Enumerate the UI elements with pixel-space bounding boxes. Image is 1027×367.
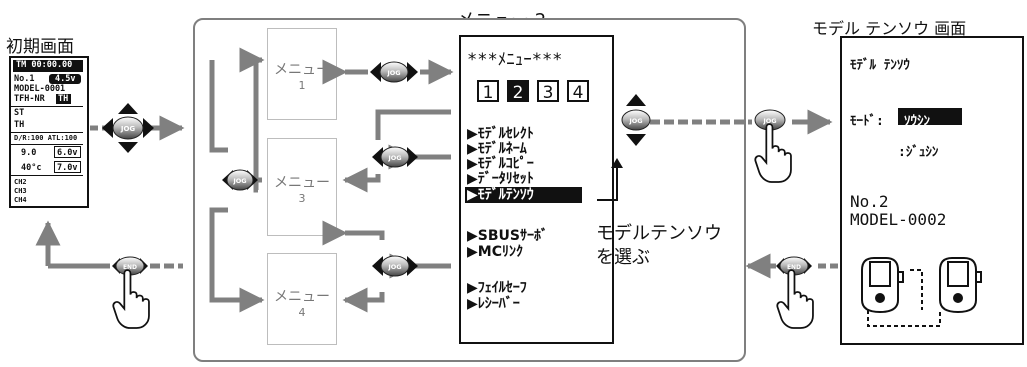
menu2-header: ***ﾒﾆｭｰ*** bbox=[467, 50, 563, 70]
lcd-ch3: CH3 bbox=[14, 187, 27, 195]
internal-paths bbox=[209, 47, 838, 313]
lcd-th: TH bbox=[14, 120, 25, 130]
transfer-send-option: ｿｳｼﾝ bbox=[904, 114, 930, 129]
svg-text:JOG: JOG bbox=[386, 69, 400, 77]
transfer-model-number: No.2 bbox=[850, 192, 889, 211]
callout-arrow bbox=[597, 165, 618, 201]
jog-ud-icon: JOG bbox=[621, 94, 651, 146]
transfer-model-name: MODEL-0002 bbox=[850, 210, 947, 229]
lcd-volt3: 7.0v bbox=[57, 163, 78, 173]
transmitter-icons bbox=[861, 257, 982, 327]
menu3-label: メニュー bbox=[274, 175, 330, 191]
svg-text:END: END bbox=[787, 264, 801, 271]
svg-text:JOG: JOG bbox=[762, 117, 776, 125]
jog-label: JOG bbox=[120, 125, 136, 133]
menu-item-failsafe: ▶ﾌｪｲﾙｾｰﾌ bbox=[467, 280, 527, 296]
hand-icon-left bbox=[112, 269, 150, 329]
menu1-label: メニュー bbox=[274, 62, 330, 78]
end-label: END bbox=[123, 264, 137, 271]
jog-lr-icon-4: JOG bbox=[372, 255, 418, 277]
lcd-type-tag: TH bbox=[58, 94, 69, 104]
menu4-number: 4 bbox=[298, 306, 306, 319]
menu1-number: 1 bbox=[298, 79, 306, 92]
menu4-box: メニュー 4 bbox=[267, 253, 337, 345]
menu-item-data-reset: ▶ﾃﾞｰﾀﾘｾｯﾄ bbox=[467, 171, 534, 187]
transfer-screen-title: モデル テンソウ 画面 bbox=[812, 19, 967, 38]
lcd-dr: D/R:100 ATL:100 bbox=[14, 134, 78, 142]
transfer-title: ﾓﾃﾞﾙ ﾃﾝｿｳ bbox=[850, 58, 910, 73]
svg-text:JOG: JOG bbox=[387, 154, 401, 162]
initial-lcd: TM 00:00.00 No.1 4.5v MODEL-0001 TFH-NR … bbox=[9, 56, 89, 208]
menu-item-model-select: ▶ﾓﾃﾞﾙｾﾚｸﾄ bbox=[467, 126, 534, 142]
hand-icon-end-right bbox=[776, 269, 814, 329]
callout-line1: モデルテンソウ bbox=[596, 223, 722, 244]
menu-item-sbus-servo: ▶SBUSｻｰﾎﾞ bbox=[467, 228, 548, 244]
jog-4way-icon: JOG bbox=[102, 103, 154, 153]
lcd-volt1: 9.0 bbox=[21, 148, 37, 158]
lcd-ch2: CH2 bbox=[14, 178, 27, 186]
transfer-mode-label: ﾓｰﾄﾞ: bbox=[850, 114, 884, 129]
menu2-lcd: ***ﾒﾆｭｰ*** 1 2 3 4 ▶ﾓﾃﾞﾙｾﾚｸﾄ ▶ﾓﾃﾞﾙﾈｰﾑ ▶ﾓ… bbox=[459, 35, 614, 344]
lcd-st: ST bbox=[14, 108, 25, 118]
lcd-timer: TM 00:00.00 bbox=[16, 60, 73, 70]
jog-lr-icon-3: JOG bbox=[372, 146, 418, 168]
page-2-selected: 2 bbox=[507, 80, 529, 103]
lcd-type: TFH-NR bbox=[14, 94, 45, 104]
lcd-model-number: No.1 bbox=[14, 74, 35, 84]
callout-line2: を選ぶ bbox=[596, 247, 650, 268]
page-1: 1 bbox=[477, 80, 499, 103]
jog-lr-icon-1: JOG bbox=[222, 169, 258, 191]
svg-text:JOG: JOG bbox=[387, 263, 401, 271]
lcd-temp: 40°c bbox=[21, 163, 42, 173]
menu-item-model-copy: ▶ﾓﾃﾞﾙｺﾋﾟｰ bbox=[467, 156, 534, 172]
lcd-battery: 4.5v bbox=[55, 74, 76, 84]
hand-icon-jog bbox=[754, 123, 792, 183]
lcd-volt2: 6.0v bbox=[57, 148, 78, 158]
menu3-box: メニュー 3 bbox=[267, 138, 337, 236]
return-path-left bbox=[35, 115, 185, 269]
svg-text:JOG: JOG bbox=[628, 117, 642, 125]
end-button-right: END bbox=[776, 256, 812, 276]
transfer-receive-option: :ｼﾞｭｼﾝ bbox=[898, 145, 939, 160]
lcd-ch4: CH4 bbox=[14, 196, 27, 204]
menu-item-model-name: ▶ﾓﾃﾞﾙﾈｰﾑ bbox=[467, 141, 527, 157]
page-4: 4 bbox=[567, 80, 589, 103]
menu-item-mc-link: ▶MCﾘﾝｸ bbox=[467, 244, 523, 260]
page-3: 3 bbox=[537, 80, 559, 103]
jog-lr-icon-2: JOG bbox=[370, 61, 418, 83]
initial-screen-title: 初期画面 bbox=[6, 37, 74, 57]
menu4-label: メニュー bbox=[274, 289, 330, 305]
lcd-model-name: MODEL-0001 bbox=[14, 84, 66, 94]
menu-item-model-transfer-selected: ▶ﾓﾃﾞﾙﾃﾝｿｳ bbox=[467, 187, 534, 203]
menu3-number: 3 bbox=[298, 192, 306, 205]
end-button-left: END bbox=[112, 256, 148, 276]
menu-item-receiver: ▶ﾚｼｰﾊﾞｰ bbox=[467, 296, 520, 312]
svg-text:JOG: JOG bbox=[232, 177, 246, 185]
